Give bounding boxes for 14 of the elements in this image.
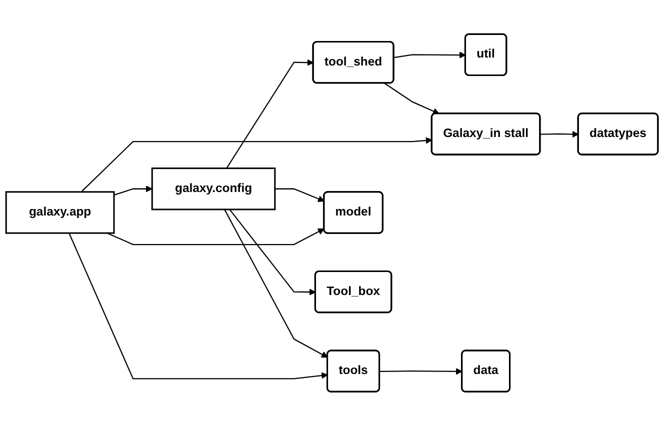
arrow	[229, 208, 316, 296]
arrow	[68, 232, 328, 379]
arrow	[540, 130, 579, 138]
arrow	[106, 228, 325, 245]
arrow	[274, 188, 325, 202]
node-box: galaxy.config	[151, 167, 276, 210]
arrow	[394, 51, 466, 58]
arrow	[384, 82, 440, 114]
arrow	[380, 368, 462, 374]
arrow	[226, 58, 314, 168]
arrow	[114, 185, 152, 196]
arrow	[80, 136, 432, 192]
arrow	[224, 208, 328, 358]
node-box: galaxy.app	[5, 190, 115, 234]
